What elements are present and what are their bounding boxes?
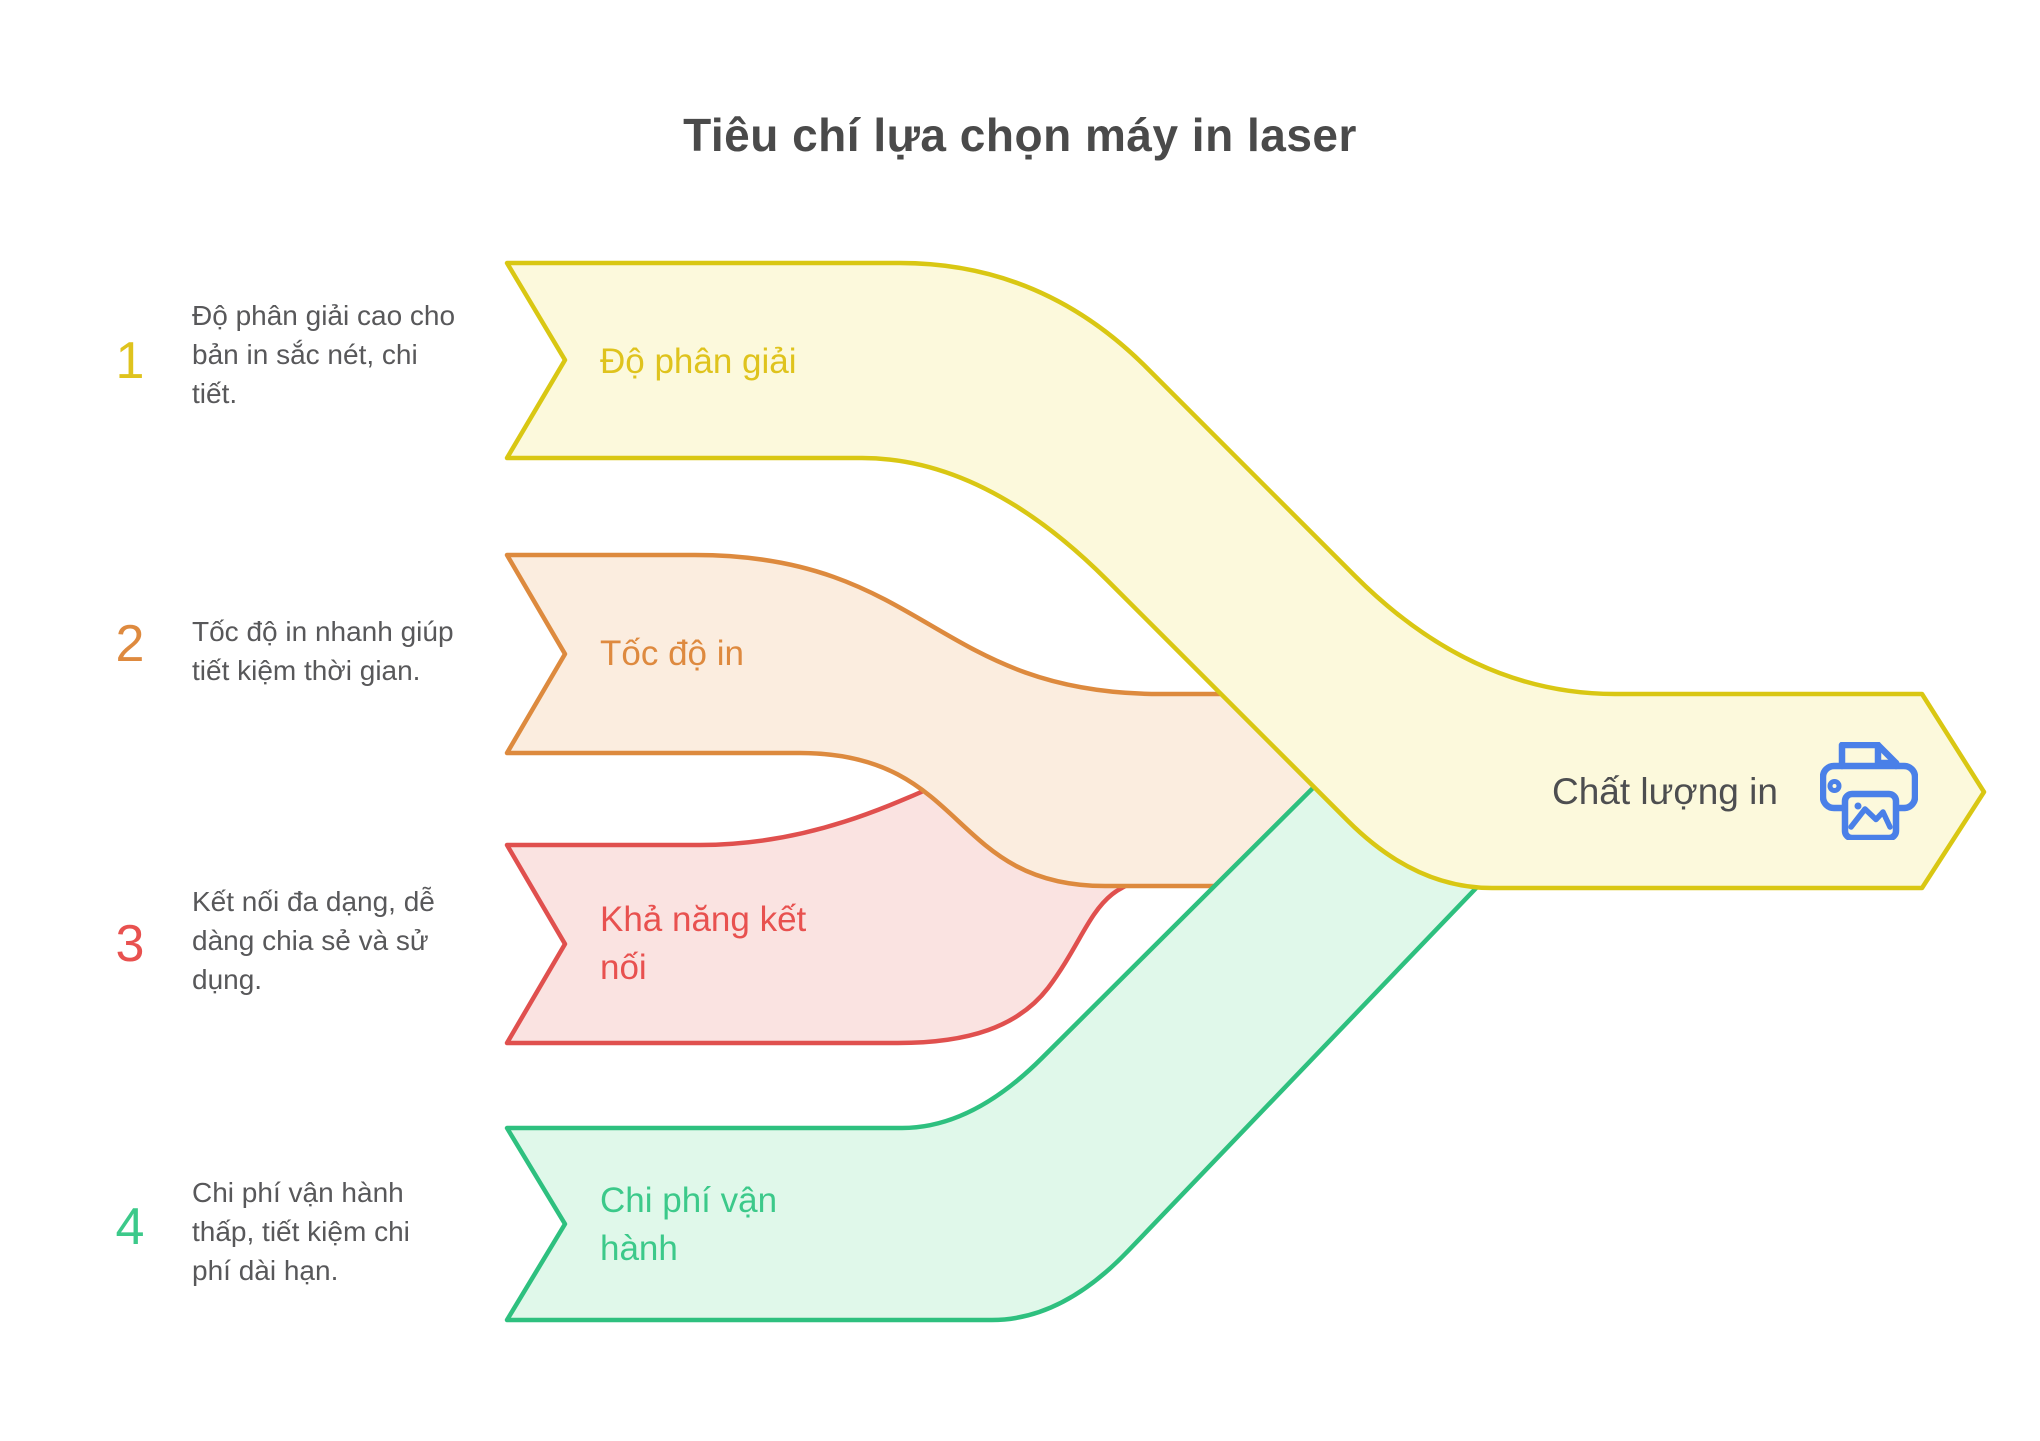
ribbon-label-resolution: Độ phân giải	[600, 342, 797, 381]
photo-mountains-icon	[1848, 806, 1893, 830]
result-label: Chất lượng in	[1552, 771, 1778, 812]
item-number-2: 2	[115, 615, 145, 673]
printer-indicator-icon	[1827, 779, 1842, 793]
page-title: Tiêu chí lựa chọn máy in laser	[683, 109, 1357, 161]
ribbon-resolution-arrow	[504, 260, 1987, 891]
ribbon-label-speed: Tốc độ in	[600, 634, 744, 673]
printer-icon	[1820, 742, 1918, 840]
item-description-2: Tốc độ in nhanh giúp tiết kiệm thời gian…	[192, 616, 454, 686]
ribbon-cost	[504, 760, 1483, 1323]
item-description-3: Kết nối đa dạng, dễ dàng chia sẻ và sử d…	[192, 886, 435, 995]
item-description-1: Độ phân giải cao cho bản in sắc nét, chi…	[192, 300, 456, 409]
item-number-1: 1	[115, 332, 145, 390]
ribbon-label-cost: Chi phí vận hành	[600, 1181, 778, 1268]
item-number-4: 4	[115, 1198, 145, 1256]
item-description-4: Chi phí vận hành thấp, tiết kiệm chi phí…	[192, 1177, 410, 1286]
item-number-3: 3	[115, 915, 145, 973]
ribbon-label-connectivity: Khả năng kết nối	[600, 900, 807, 987]
photo-dot-icon	[1854, 802, 1862, 810]
